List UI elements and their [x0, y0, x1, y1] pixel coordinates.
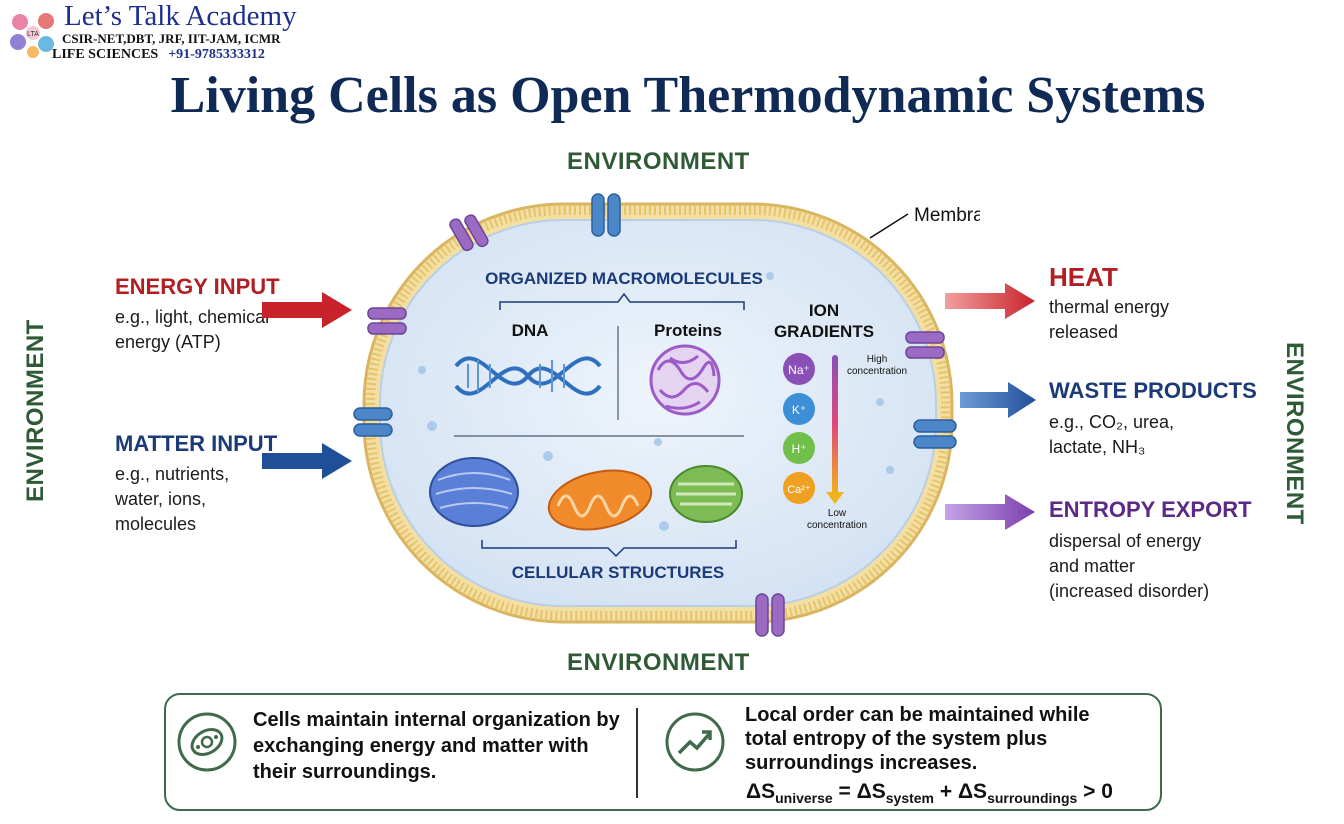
ion-k-icon: K⁺	[783, 393, 815, 425]
summary-left-line3: their surroundings.	[253, 761, 437, 783]
entropy-formula: ΔSuniverse = ΔSsystem + ΔSsurroundings >…	[746, 780, 1113, 806]
ion-na-label: Na⁺	[788, 363, 810, 377]
dna-rungs	[467, 360, 565, 392]
golgi-er-icon	[429, 457, 519, 527]
ion-gradients-label-1: ION	[809, 301, 839, 320]
ion-h-label: H⁺	[792, 442, 807, 456]
channel-protein-top	[591, 193, 621, 237]
heat-arrow	[945, 283, 1035, 319]
matter-input-title: MATTER INPUT	[115, 431, 278, 456]
formula-equals: =	[832, 780, 857, 803]
environment-label-top: ENVIRONMENT	[567, 148, 750, 175]
entropy-export-arrow	[945, 494, 1035, 530]
formula-sub-surroundings: surroundings	[987, 790, 1078, 807]
macromolecules-brace	[499, 292, 745, 310]
channel-protein-right-lower	[913, 419, 957, 449]
formula-sub-system: system	[885, 790, 935, 807]
matter-input-line2: water, ions,	[115, 489, 207, 509]
membrane-label: Membrane	[914, 205, 980, 226]
academy-logo: LTA	[10, 13, 54, 58]
academy-phone: +91-9785333312	[168, 47, 265, 62]
channel-protein-top-left	[449, 214, 489, 252]
high-concentration-line2: concentration	[847, 366, 907, 377]
energy-input-arrow	[262, 292, 352, 328]
low-concentration-line2: concentration	[807, 520, 867, 531]
summary-right-line3: surroundings increases.	[745, 752, 978, 774]
cell-diagram: ORGANIZED MACROMOLECULES DNA Proteins CE…	[353, 193, 980, 637]
ion-k-label: K⁺	[792, 403, 806, 417]
formula-ds-universe: ΔS	[746, 780, 776, 803]
summary-right-line2: total entropy of the system plus	[745, 728, 1048, 750]
energy-input-title: ENERGY INPUT	[115, 274, 280, 299]
waste-products-title: WASTE PRODUCTS	[1049, 378, 1257, 403]
academy-field-line: LIFE SCIENCES +91-9785333312	[52, 47, 265, 63]
structures-brace	[481, 540, 737, 558]
energy-input-line1: e.g., light, chemical	[115, 307, 270, 327]
channel-protein-left-lower	[353, 407, 393, 437]
channel-protein-right-upper	[905, 331, 945, 359]
mitochondrion-icon	[547, 469, 653, 531]
chloroplast-icon	[669, 465, 743, 523]
entropy-export-line2: and matter	[1049, 556, 1136, 576]
academy-field: LIFE SCIENCES	[52, 47, 159, 62]
ion-gradient-arrowhead	[826, 492, 844, 504]
vesicles	[418, 272, 894, 531]
summary-left-line2: exchanging energy and matter with	[253, 735, 589, 757]
protein-structure-icon	[649, 344, 721, 416]
ion-ca-icon: Ca²⁺	[783, 472, 815, 504]
logo-flower-icon	[10, 13, 54, 58]
high-concentration-line1: High	[867, 354, 888, 365]
entropy-export-line1: dispersal of energy	[1049, 531, 1202, 551]
waste-products-line1: e.g., CO₂, urea,	[1049, 412, 1175, 432]
structures-label: CELLULAR STRUCTURES	[512, 563, 725, 582]
cell-icon	[177, 712, 237, 772]
entropy-export-title: ENTROPY EXPORT	[1049, 497, 1252, 522]
summary-right-line1: Local order can be maintained while	[745, 704, 1090, 726]
ion-gradient-bar	[832, 355, 838, 495]
summary-left-line1: Cells maintain internal organization by	[253, 709, 620, 731]
matter-input-line3: molecules	[115, 514, 197, 534]
matter-input-line1: e.g., nutrients,	[115, 464, 230, 484]
ion-na-icon: Na⁺	[783, 353, 815, 385]
matter-input-arrow	[262, 443, 352, 479]
summary-divider	[636, 708, 638, 798]
environment-label-left: ENVIRONMENT	[22, 319, 49, 502]
heat-line2: released	[1049, 322, 1119, 342]
ion-gradients-label-2: GRADIENTS	[774, 322, 874, 341]
ion-h-icon: H⁺	[783, 432, 815, 464]
environment-label-right: ENVIRONMENT	[1281, 342, 1308, 525]
energy-input-line2: energy (ATP)	[115, 332, 221, 352]
formula-ds-surroundings: ΔS	[957, 780, 988, 803]
logo-mark-text: LTA	[27, 31, 39, 38]
channel-protein-left-upper	[367, 307, 407, 335]
trend-up-icon	[665, 712, 725, 772]
formula-ds-system: ΔS	[856, 780, 886, 803]
proteins-label: Proteins	[654, 321, 722, 340]
formula-sub-universe: universe	[775, 790, 833, 807]
low-concentration-line1: Low	[828, 508, 847, 519]
waste-products-line2: lactate, NH₃	[1049, 437, 1146, 457]
formula-plus: +	[934, 780, 958, 803]
environment-label-bottom: ENVIRONMENT	[567, 649, 750, 676]
heat-title: HEAT	[1049, 262, 1118, 292]
academy-exams: CSIR-NET,DBT, JRF, IIT-JAM, ICMR	[62, 31, 281, 46]
waste-products-arrow	[960, 382, 1036, 418]
page-title: Living Cells as Open Thermodynamic Syste…	[170, 67, 1206, 124]
formula-greater-than-zero: > 0	[1077, 780, 1113, 803]
macromolecules-label: ORGANIZED MACROMOLECULES	[485, 269, 763, 288]
channel-protein-bottom	[755, 593, 785, 637]
ion-ca-label: Ca²⁺	[787, 484, 811, 496]
entropy-export-line3: (increased disorder)	[1049, 581, 1210, 601]
membrane-pointer	[869, 213, 909, 239]
summary-box	[164, 693, 1162, 811]
heat-line1: thermal energy	[1049, 297, 1170, 317]
dna-label: DNA	[512, 321, 549, 340]
academy-name: Let’s Talk Academy	[64, 0, 297, 32]
